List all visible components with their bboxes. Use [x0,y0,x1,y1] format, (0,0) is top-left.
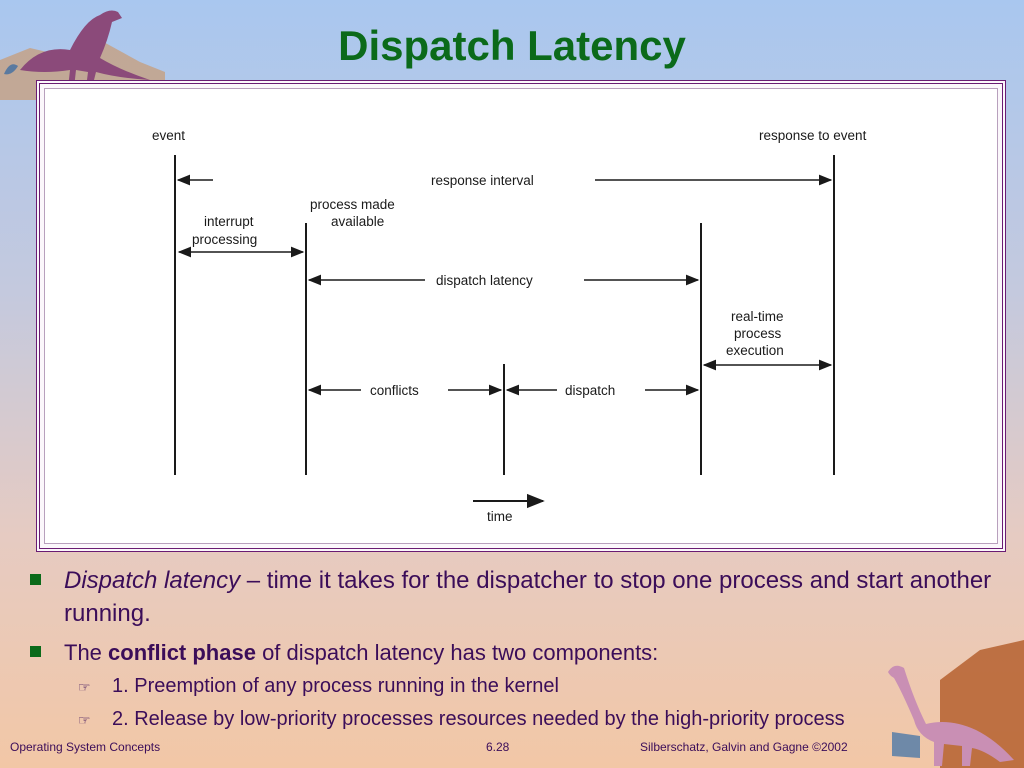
slide-title: Dispatch Latency [338,22,686,69]
dispatch-latency-term: Dispatch latency [64,567,241,594]
time-label: time [487,509,513,524]
pointing-hand-icon: ☞ [78,712,91,728]
footer-course-title: Operating System Concepts [10,740,161,754]
process-made-available-label-line1: process made [310,197,395,212]
interrupt-processing-label-line1: interrupt [204,214,254,229]
real-time-label-line1: real-time [731,309,784,324]
sub-bullet-preemption-text: 1. Preemption of any process running in … [112,675,559,697]
sub-bullet-release-text: 2. Release by low-priority processes res… [112,708,845,730]
conflicts-label: conflicts [370,383,419,398]
event-label: event [152,128,185,143]
response-to-event-label: response to event [759,128,867,143]
dispatch-latency-definition: – time it takes for the dispatcher to st… [64,567,992,627]
real-time-label-line2: process [734,326,782,341]
process-made-available-label-line2: available [331,214,384,229]
diagram-canvas: event response to event response interva… [44,88,998,544]
sub-bullet-preemption: ☞ 1. Preemption of any process running in… [78,670,559,704]
dinosaur-bottom-right-icon [888,640,1024,768]
conflict-phase-prefix: The [64,640,109,665]
response-interval-label: response interval [431,173,534,188]
dispatch-latency-diagram: event response to event response interva… [152,128,867,524]
footer-copyright: Silberschatz, Galvin and Gagne ©2002 [640,740,848,754]
bullet-square-icon [30,574,41,585]
sub-bullet-release: ☞ 2. Release by low-priority processes re… [78,703,845,737]
real-time-label-line3: execution [726,343,784,358]
conflict-phase-term: conflict phase [108,640,256,665]
pointing-hand-icon: ☞ [78,679,91,695]
bullet-square-icon [30,646,41,657]
interrupt-processing-label-line2: processing [192,232,257,247]
conflict-phase-suffix: of dispatch latency has two components: [255,640,659,665]
dispatch-label: dispatch [565,383,615,398]
bullet-conflict-phase: The conflict phase of dispatch latency h… [22,636,1002,669]
dispatch-latency-label: dispatch latency [436,273,533,288]
footer-slide-number: 6.28 [486,740,510,754]
bullet-dispatch-latency: Dispatch latency – time it takes for the… [22,564,1002,630]
diagram-frame: event response to event response interva… [36,80,1006,552]
